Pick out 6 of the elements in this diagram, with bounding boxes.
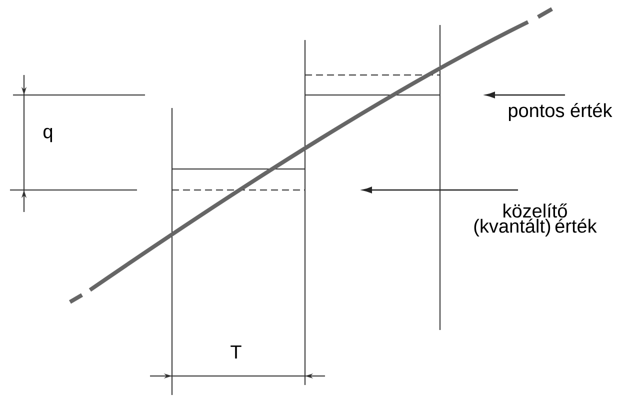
arrow: [362, 186, 518, 194]
arrow: [486, 92, 565, 98]
dimension-label: q: [44, 128, 52, 142]
value-label: közelítő (kvantált) érték: [474, 203, 597, 237]
value-label: pontos érték: [508, 103, 612, 121]
dimension-label: T: [230, 345, 242, 359]
